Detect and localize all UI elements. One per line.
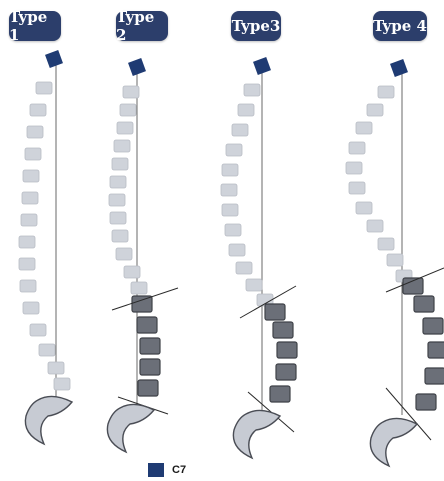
thoracic-vertebra [378, 86, 394, 98]
lumbar-vertebra [273, 322, 293, 338]
thoracic-vertebra [367, 104, 383, 116]
c7-vertebra [390, 59, 408, 77]
sacrum [370, 418, 417, 466]
thoracic-vertebra [110, 212, 126, 224]
thoracic-vertebra [356, 122, 372, 134]
spine-type-2 [107, 58, 178, 452]
thoracic-vertebra [367, 220, 383, 232]
thoracic-vertebra [36, 82, 52, 94]
thoracic-vertebra [30, 104, 46, 116]
thoracic-vertebra [23, 170, 39, 182]
lumbar-vertebra [414, 296, 434, 312]
thoracic-vertebra [25, 148, 41, 160]
c7-legend-label: C7 [172, 464, 186, 476]
lumbar-vertebra [423, 318, 443, 334]
thoracic-vertebra [20, 280, 36, 292]
thoracic-vertebra [225, 224, 241, 236]
thoracic-vertebra [112, 158, 128, 170]
thoracic-vertebra [226, 144, 242, 156]
thoracic-vertebra [19, 258, 35, 270]
lumbar-vertebra [140, 338, 160, 354]
lumbar-vertebra [276, 364, 296, 380]
thoracic-vertebra [19, 236, 35, 248]
lumbar-vertebra [265, 304, 285, 320]
thoracic-vertebra [229, 244, 245, 256]
thoracic-vertebra [116, 248, 132, 260]
lumbar-vertebra [425, 368, 444, 384]
thoracic-vertebra [23, 302, 39, 314]
thoracic-vertebra [131, 282, 147, 294]
thoracic-vertebra [346, 162, 362, 174]
thoracic-vertebra [114, 140, 130, 152]
lumbar-vertebra [416, 394, 436, 410]
c7-vertebra [45, 50, 63, 68]
thoracic-vertebra [238, 104, 254, 116]
lumbar-vertebra [137, 317, 157, 333]
thoracic-vertebra [356, 202, 372, 214]
thoracic-vertebra [378, 238, 394, 250]
sacrum [25, 396, 72, 444]
thoracic-vertebra [110, 176, 126, 188]
spine-type-4 [346, 59, 444, 466]
c7-vertebra [253, 57, 271, 75]
thoracic-vertebra [117, 122, 133, 134]
thoracic-vertebra [109, 194, 125, 206]
thoracic-vertebra [112, 230, 128, 242]
thoracic-vertebra [27, 126, 43, 138]
legend: C7 [148, 462, 186, 478]
thoracic-vertebra [30, 324, 46, 336]
c7-vertebra [128, 58, 146, 76]
thoracic-vertebra [222, 204, 238, 216]
spine-type-3 [221, 57, 297, 458]
thoracic-vertebra [387, 254, 403, 266]
thoracic-vertebra [232, 124, 248, 136]
thoracic-vertebra [349, 142, 365, 154]
thoracic-vertebra [246, 279, 262, 291]
thoracic-vertebra [221, 184, 237, 196]
lumbar-vertebra [138, 380, 158, 396]
thoracic-vertebra [54, 378, 70, 390]
sacrum [233, 410, 280, 458]
thoracic-vertebra [21, 214, 37, 226]
thoracic-vertebra [222, 164, 238, 176]
lumbar-vertebra [270, 386, 290, 402]
thoracic-vertebra [349, 182, 365, 194]
lumbar-vertebra [140, 359, 160, 375]
lumbar-vertebra [428, 342, 444, 358]
lumbar-vertebra [132, 296, 152, 312]
thoracic-vertebra [120, 104, 136, 116]
lumbar-vertebra [277, 342, 297, 358]
c7-legend-swatch [148, 463, 164, 477]
sacrum [107, 404, 154, 452]
thoracic-vertebra [123, 86, 139, 98]
thoracic-vertebra [22, 192, 38, 204]
spine-type-1 [19, 50, 72, 444]
thoracic-vertebra [244, 84, 260, 96]
thoracic-vertebra [48, 362, 64, 374]
thoracic-vertebra [39, 344, 55, 356]
thoracic-vertebra [124, 266, 140, 278]
thoracic-vertebra [236, 262, 252, 274]
